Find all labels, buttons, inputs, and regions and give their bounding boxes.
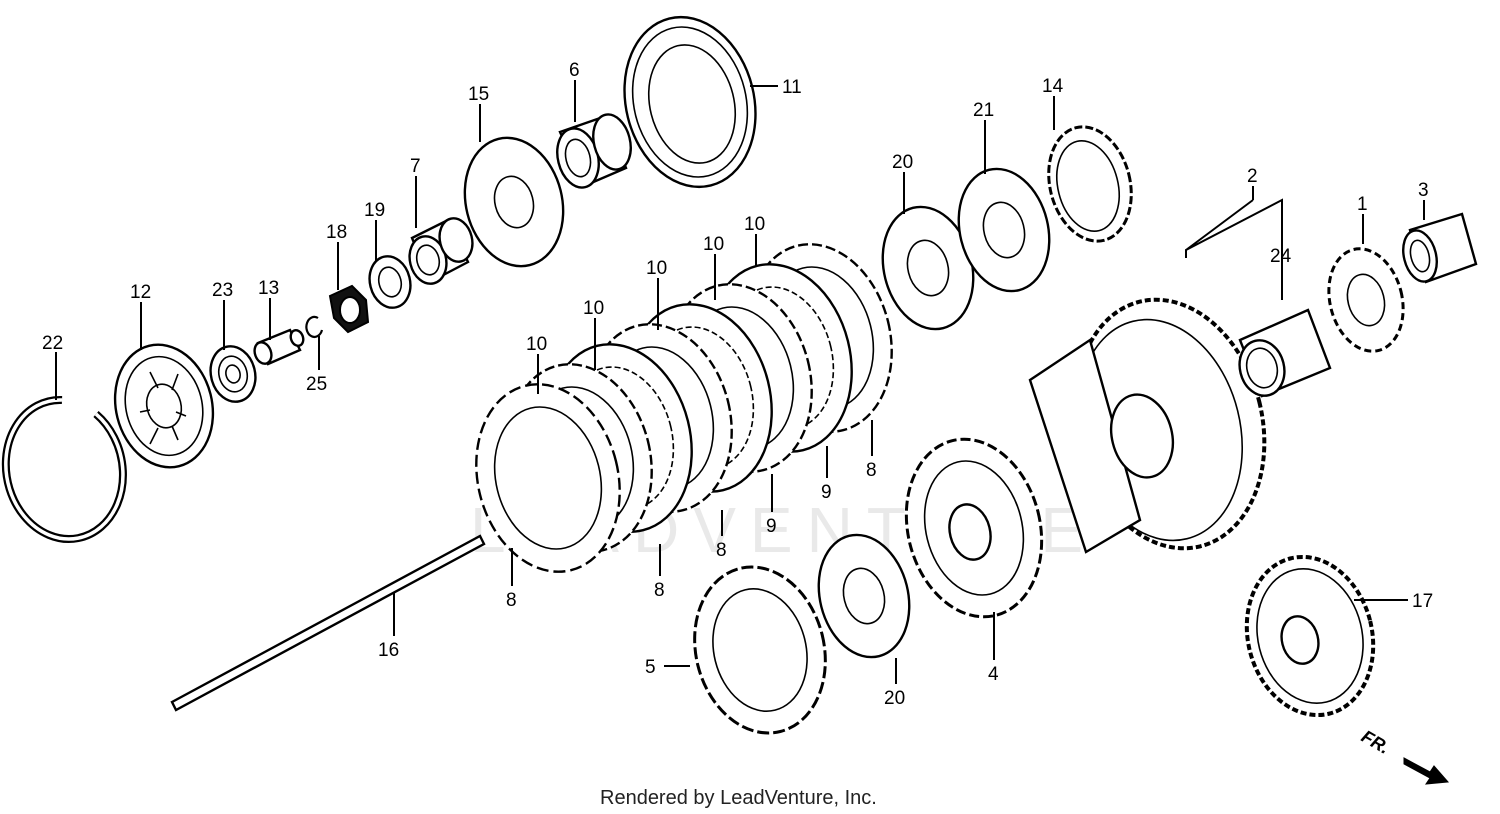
callout-10-e: 10: [744, 214, 765, 235]
callout-7: 7: [410, 156, 421, 177]
callout-4: 4: [988, 664, 999, 685]
part-21-washer: [957, 167, 1051, 293]
part-11-ring: [623, 15, 757, 189]
callout-16: 16: [378, 640, 399, 661]
callout-15: 15: [468, 84, 489, 105]
callout-23: 23: [212, 280, 233, 301]
part-17-gear: [1244, 554, 1376, 718]
callout-5: 5: [645, 657, 656, 678]
callout-17: 17: [1412, 591, 1433, 612]
callout-1: 1: [1357, 194, 1368, 215]
part-1-sprocket: [1327, 247, 1405, 353]
render-credit: Rendered by LeadVenture, Inc.: [600, 787, 877, 809]
leader-lines: [55, 80, 1425, 684]
part-5-holder: [693, 565, 827, 735]
part-16-push-rod: [170, 534, 486, 712]
callout-9-b: 9: [821, 482, 832, 503]
part-13-pin: [253, 328, 305, 366]
part-22-snap-ring: [1, 395, 127, 543]
callout-8-d: 8: [866, 460, 877, 481]
part-12-cover-plate: [113, 343, 215, 469]
callout-10-b: 10: [583, 298, 604, 319]
callout-20-lower: 20: [884, 688, 905, 709]
part-23-bearing: [209, 345, 257, 403]
callout-24: 24: [1270, 246, 1292, 267]
callout-10-c: 10: [646, 258, 667, 279]
callout-10-d: 10: [703, 234, 724, 255]
part-6-bearing: [556, 113, 632, 189]
part-20-washer-lower: [817, 533, 911, 659]
callout-9-a: 9: [766, 516, 777, 537]
callout-13: 13: [258, 278, 279, 299]
callout-21: 21: [973, 100, 994, 121]
callout-22: 22: [42, 333, 63, 354]
callout-labels: 22 12 23 13 25 18 19 7 15 6 11 20 21 14 …: [42, 60, 1433, 709]
callout-11: 11: [782, 77, 802, 98]
part-7-collar: [408, 217, 474, 285]
callout-25: 25: [306, 374, 327, 395]
callout-20-upper: 20: [892, 152, 913, 173]
callout-8-b: 8: [654, 580, 665, 601]
callout-10-a: 10: [526, 334, 547, 355]
callout-3: 3: [1418, 180, 1429, 201]
callout-14: 14: [1042, 76, 1064, 97]
part-18-lock-nut: [328, 284, 370, 334]
part-15-washer-plate: [463, 136, 565, 268]
front-direction-label: FR.: [1358, 726, 1393, 758]
part-3-bushing: [1402, 212, 1478, 284]
clutch-plate-stack: [475, 243, 893, 573]
part-25-clip: [305, 315, 324, 339]
callout-19: 19: [364, 200, 385, 221]
part-4-clutch-center: [904, 437, 1044, 619]
part-19-washer: [368, 255, 412, 309]
callout-8-a: 8: [506, 590, 517, 611]
front-arrow-icon: [1403, 757, 1450, 785]
callout-8-c: 8: [716, 540, 727, 561]
part-24-needle-bearing: [1238, 308, 1332, 398]
front-direction-indicator: FR.: [1358, 726, 1450, 785]
callout-2: 2: [1247, 166, 1258, 187]
part-2-clutch-outer: [1028, 297, 1267, 554]
callout-6: 6: [569, 60, 580, 81]
part-14-one-way-clutch: [1047, 125, 1133, 243]
callout-12: 12: [130, 282, 151, 303]
callout-18: 18: [326, 222, 347, 243]
